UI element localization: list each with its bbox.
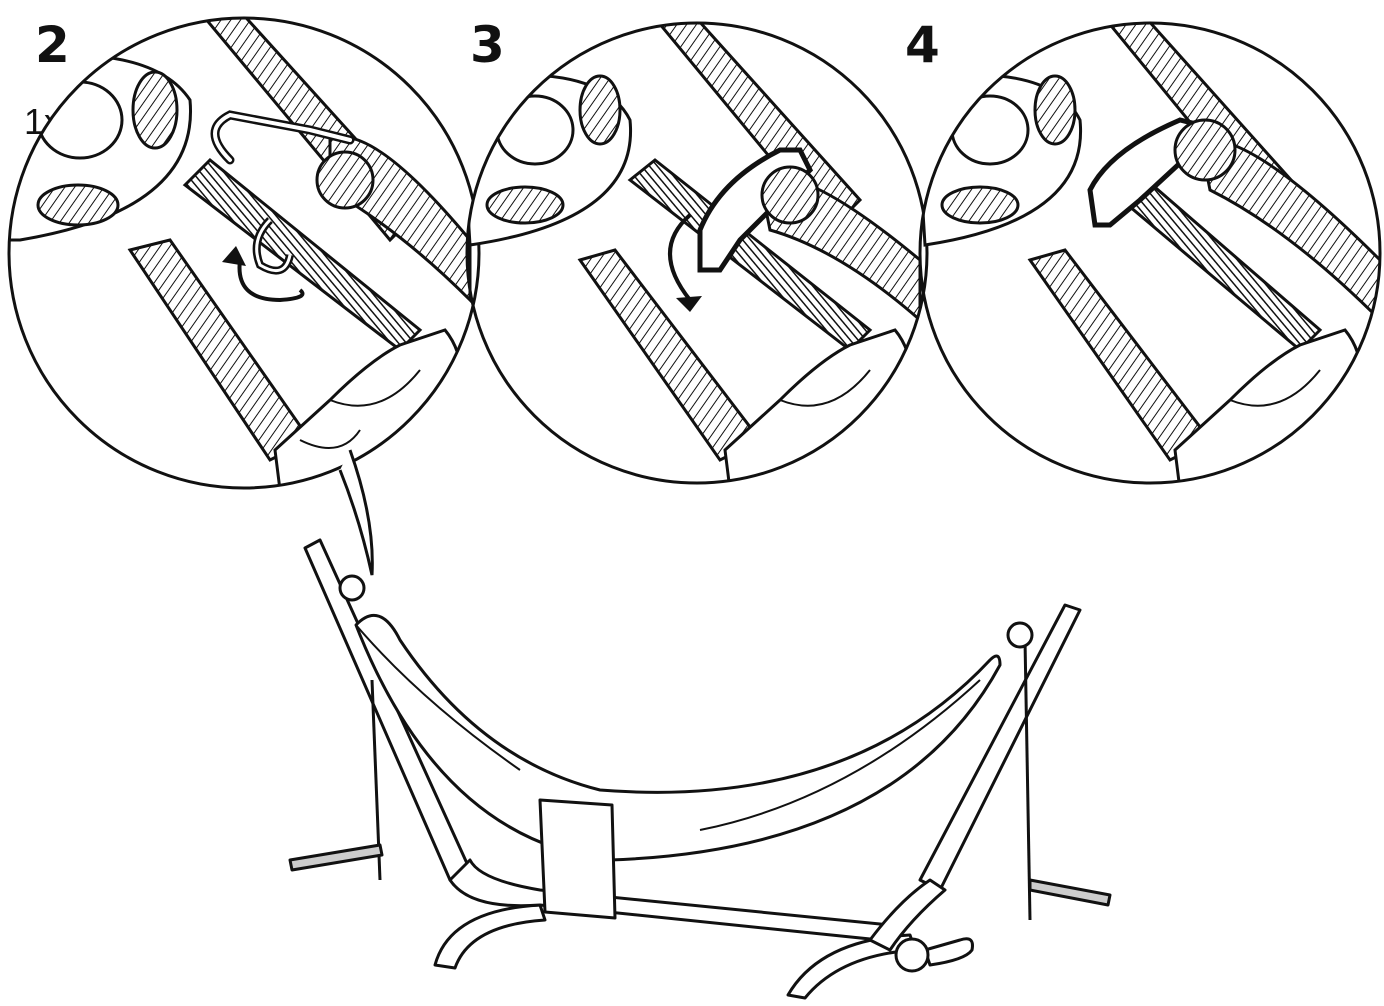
step-number-3: 3 (470, 16, 505, 74)
hammock-stand (288, 538, 1112, 1000)
detail-circle-step-2 (7, 16, 481, 576)
step-number-4: 4 (905, 16, 940, 74)
step-number-2: 2 (35, 16, 70, 74)
detail-circle-step-3 (465, 21, 929, 485)
detail-circle-step-4 (918, 21, 1382, 485)
